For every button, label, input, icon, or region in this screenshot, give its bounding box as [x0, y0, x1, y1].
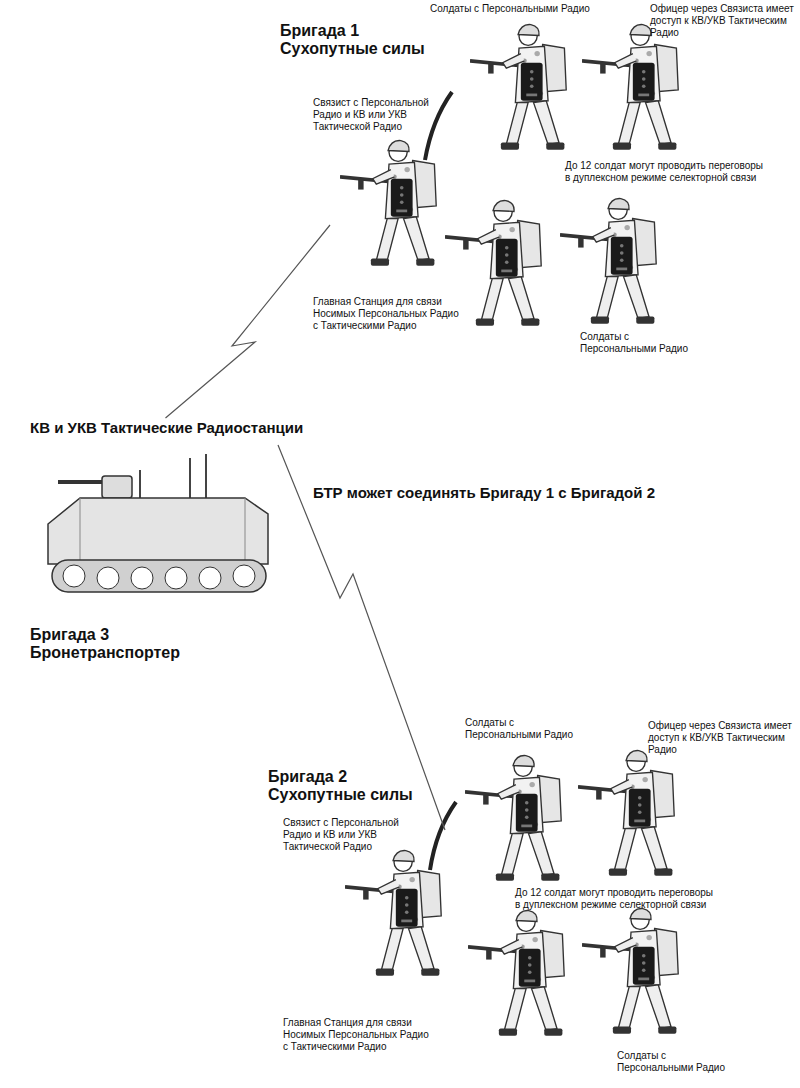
callout-text: До 12 солдат могут проводить переговоры … [515, 887, 720, 911]
callout-text: Главная Станция для связи Носимых Персон… [313, 296, 463, 332]
group-heading: Бригада 3 Бронетранспортер [30, 626, 230, 661]
soldier-figure [445, 200, 541, 325]
radio-link [166, 225, 331, 418]
soldier-figure [470, 24, 566, 149]
callout-text: Солдаты с Персональными Радио [430, 3, 610, 15]
soldier-figure [582, 908, 678, 1033]
callout-text: Солдаты с Персональными Радио [465, 717, 575, 741]
callout-text: Связист с Персональной Радио и КВ или УК… [313, 97, 438, 133]
group-node: КВ и УКВ Тактические РадиостанцииБригада… [28, 418, 278, 668]
callout-text: Солдаты с Персональными Радио [617, 1050, 727, 1074]
callout-text: Главная Станция для связи Носимых Персон… [283, 1017, 433, 1053]
radio-antenna [430, 802, 456, 870]
group-heading: Бригада 2 Сухопутные силы [268, 768, 428, 803]
soldier-figure [582, 24, 678, 149]
apc-vehicle [40, 452, 280, 602]
group-heading: Бригада 1 Сухопутные силы [280, 22, 440, 57]
soldier-figure [560, 198, 656, 323]
signalman-figure [345, 850, 441, 975]
callout-text: До 12 солдат могут проводить переговоры … [565, 160, 770, 184]
note-text: БТР может соединять Бригаду 1 с Бригадой… [313, 484, 753, 502]
callout-text: Офицер через Связиста имеет доступ к КВ/… [650, 3, 798, 39]
callout-text: Офицер через Связиста имеет доступ к КВ/… [648, 720, 796, 756]
signalman-figure [340, 140, 436, 265]
group-heading: КВ и УКВ Тактические Радиостанции [30, 420, 303, 437]
callout-text: Связист с Персональной Радио и КВ или УК… [283, 817, 408, 853]
soldier-figure [578, 750, 674, 875]
callout-text: Солдаты с Персональными Радио [580, 331, 690, 355]
soldier-figure [468, 910, 564, 1035]
radio-antenna [425, 92, 452, 160]
soldier-figure [465, 755, 561, 880]
radio-link [278, 445, 445, 830]
